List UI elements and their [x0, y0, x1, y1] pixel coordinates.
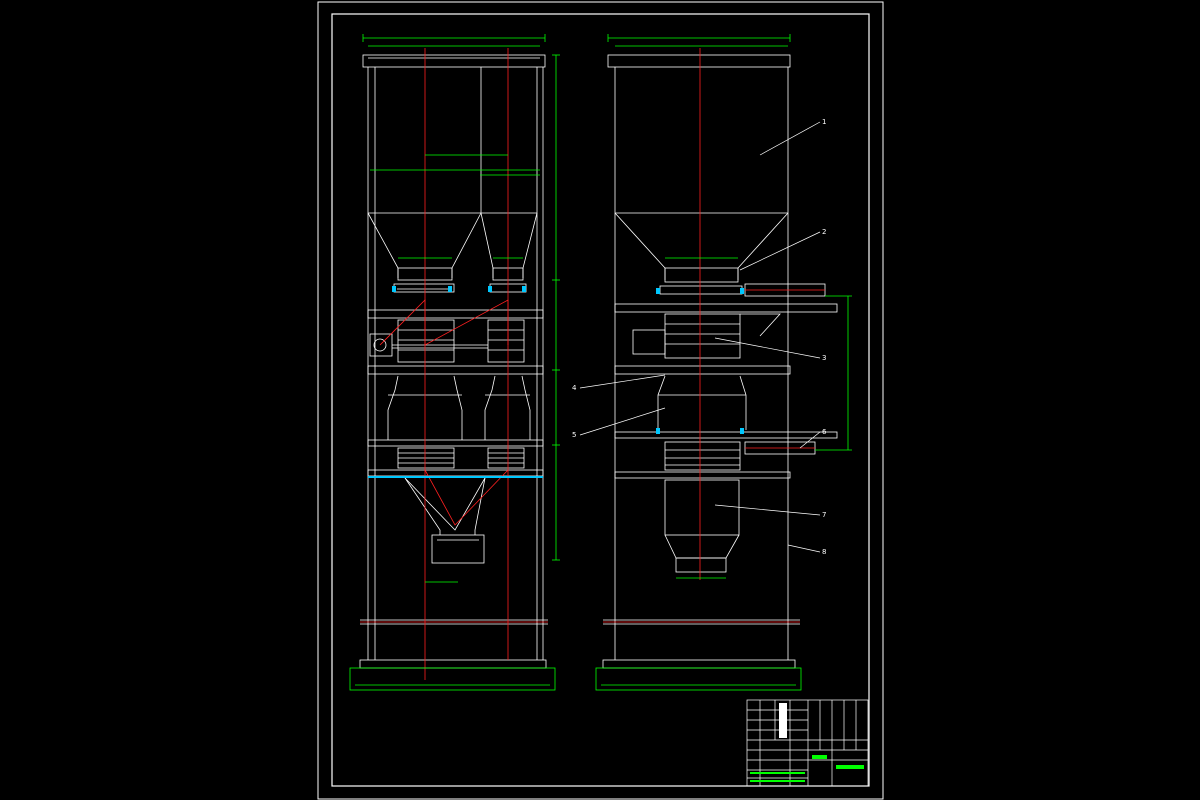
- callout-4: 4: [572, 384, 577, 392]
- callout-labels: 1 2 3 4 5 6 7 8: [572, 118, 827, 556]
- front-centerlines: [360, 48, 548, 680]
- front-accent-marks: [368, 286, 543, 478]
- side-centerlines: [603, 48, 825, 623]
- sheet-border: [317, 1, 884, 800]
- callout-2: 2: [822, 228, 826, 236]
- leader-lines: [579, 121, 821, 553]
- front-dimensions: [349, 34, 560, 691]
- callout-8: 8: [822, 548, 826, 556]
- title-block: [746, 699, 869, 787]
- title-block-fills: [750, 703, 864, 782]
- callout-3: 3: [822, 354, 826, 362]
- side-view: [602, 54, 838, 669]
- callout-5: 5: [572, 431, 576, 439]
- side-accent-marks: [656, 288, 744, 434]
- front-view: [359, 54, 548, 669]
- callout-1: 1: [822, 118, 826, 126]
- callout-6: 6: [822, 428, 827, 436]
- side-dimensions: [595, 34, 852, 691]
- callout-7: 7: [822, 511, 826, 519]
